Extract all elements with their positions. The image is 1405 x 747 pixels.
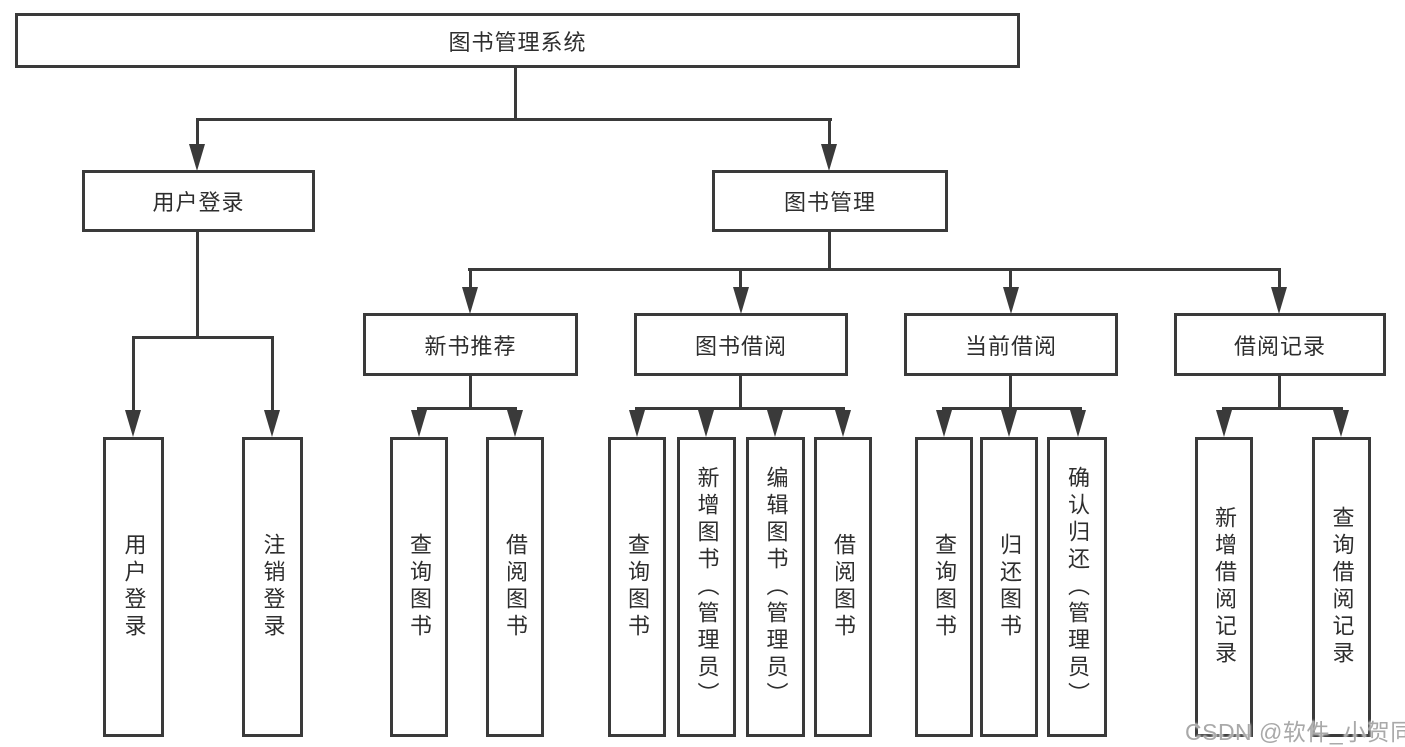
connector-line bbox=[635, 407, 845, 410]
node-leaf-user-login: 用户登录 bbox=[103, 437, 164, 737]
arrow-down-icon bbox=[462, 287, 478, 314]
arrow-down-icon bbox=[767, 410, 783, 437]
arrow-down-icon bbox=[507, 410, 523, 437]
arrow-down-icon bbox=[411, 410, 427, 437]
arrow-down-icon bbox=[821, 144, 837, 171]
connector-line bbox=[196, 118, 832, 121]
node-leaf-add-books-admin: 新增图书（管理员） bbox=[677, 437, 736, 737]
arrow-down-icon bbox=[125, 410, 141, 437]
connector-line bbox=[468, 268, 1281, 271]
connector-line bbox=[1009, 268, 1012, 290]
connector-line bbox=[828, 118, 831, 148]
connector-line bbox=[417, 407, 517, 410]
arrow-down-icon bbox=[733, 287, 749, 314]
node-leaf-query-borrow-record: 查询借阅记录 bbox=[1312, 437, 1371, 737]
node-current-borrow: 当前借阅 bbox=[904, 313, 1118, 376]
connector-line bbox=[739, 268, 742, 290]
node-book-management: 图书管理 bbox=[712, 170, 948, 232]
connector-line bbox=[942, 407, 1082, 410]
node-book-borrow: 图书借阅 bbox=[634, 313, 848, 376]
node-leaf-borrow-books: 借阅图书 bbox=[814, 437, 872, 737]
arrow-down-icon bbox=[629, 410, 645, 437]
arrow-down-icon bbox=[264, 410, 280, 437]
arrow-down-icon bbox=[936, 410, 952, 437]
node-new-book-recommend: 新书推荐 bbox=[363, 313, 578, 376]
connector-line bbox=[514, 68, 517, 120]
connector-line bbox=[1278, 268, 1281, 290]
csdn-watermark: CSDN @软件_小贺同学 bbox=[1185, 719, 1405, 745]
connector-line bbox=[1009, 375, 1012, 409]
connector-line bbox=[469, 268, 472, 290]
arrow-down-icon bbox=[189, 144, 205, 171]
node-leaf-confirm-return-admin: 确认归还（管理员） bbox=[1047, 437, 1107, 737]
node-root: 图书管理系统 bbox=[15, 13, 1020, 68]
node-user-login: 用户登录 bbox=[82, 170, 315, 232]
arrow-down-icon bbox=[1003, 287, 1019, 314]
connector-line bbox=[271, 336, 274, 412]
node-borrow-records: 借阅记录 bbox=[1174, 313, 1386, 376]
node-leaf-query-books-borrow: 查询图书 bbox=[608, 437, 666, 737]
connector-line bbox=[469, 375, 472, 409]
node-leaf-return-books: 归还图书 bbox=[980, 437, 1038, 737]
connector-line bbox=[196, 230, 199, 338]
connector-line bbox=[196, 118, 199, 148]
node-leaf-logout: 注销登录 bbox=[242, 437, 303, 737]
connector-line bbox=[1278, 375, 1281, 409]
arrow-down-icon bbox=[835, 410, 851, 437]
connector-line bbox=[132, 336, 135, 412]
arrow-down-icon bbox=[698, 410, 714, 437]
arrow-down-icon bbox=[1070, 410, 1086, 437]
arrow-down-icon bbox=[1333, 410, 1349, 437]
node-leaf-add-borrow-record: 新增借阅记录 bbox=[1195, 437, 1253, 737]
arrow-down-icon bbox=[1271, 287, 1287, 314]
node-leaf-borrow-books-recommend: 借阅图书 bbox=[486, 437, 544, 737]
connector-line bbox=[132, 336, 274, 339]
connector-line bbox=[739, 375, 742, 409]
connector-line bbox=[828, 230, 831, 270]
arrow-down-icon bbox=[1001, 410, 1017, 437]
node-leaf-query-books-current: 查询图书 bbox=[915, 437, 973, 737]
node-leaf-query-books-recommend: 查询图书 bbox=[390, 437, 448, 737]
connector-line bbox=[1222, 407, 1343, 410]
node-leaf-edit-books-admin: 编辑图书（管理员） bbox=[746, 437, 805, 737]
arrow-down-icon bbox=[1216, 410, 1232, 437]
